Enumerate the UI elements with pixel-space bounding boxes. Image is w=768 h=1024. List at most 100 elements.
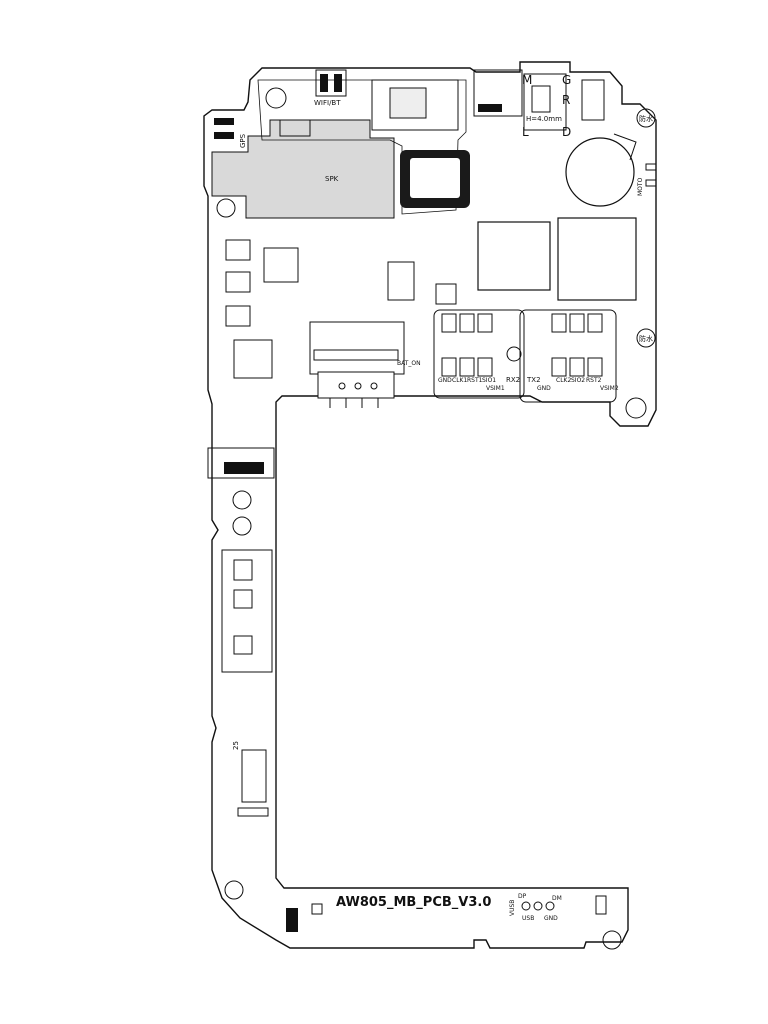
battery-connector — [309, 321, 405, 375]
motor-label: MOTO — [637, 177, 644, 196]
mounting-hole-5 — [232, 516, 252, 536]
sim1-pad-5 — [459, 357, 475, 377]
sim1-pad-6 — [477, 357, 493, 377]
sim2-label-clk2: CLK2 — [556, 377, 571, 384]
big-chip-2 — [557, 217, 637, 301]
gps-label: GPS — [239, 133, 247, 148]
sim2-pad-3 — [587, 313, 603, 333]
mounting-hole-7 — [602, 930, 622, 950]
sim-holder-2 — [519, 309, 617, 403]
sim2-label-sio2: SIO2 — [571, 377, 585, 384]
battery-pin-1 — [338, 382, 346, 390]
wifi-connector — [315, 69, 347, 97]
tx-label: TX2 — [526, 376, 541, 384]
sim1-label-vsim1: VSIM1 — [486, 385, 505, 392]
battery-pin-2 — [354, 382, 362, 390]
connector-letter-l: L — [522, 125, 529, 139]
usb-test-point-2 — [533, 901, 543, 911]
chip-small-2 — [225, 271, 251, 293]
sim1-label-rst1: RST1 — [467, 377, 483, 384]
wifi-chip — [389, 87, 427, 119]
chip-u108 — [233, 339, 273, 379]
sim2-pad-5 — [569, 357, 585, 377]
gps-pad-1 — [214, 118, 234, 125]
sim2-pad-2 — [569, 313, 585, 333]
sim2-pad-1 — [551, 313, 567, 333]
board-title: AW805_MB_PCB_V3.0 — [336, 895, 491, 910]
arm-chip-1 — [233, 559, 253, 581]
side-number: 25 — [232, 741, 240, 750]
usb-receptacle-inner — [531, 85, 551, 113]
battery-connector-strip — [313, 349, 399, 361]
bottom-component-2 — [311, 903, 323, 915]
chip-small-4 — [435, 283, 457, 305]
sim2-pad-4 — [551, 357, 567, 377]
mounting-hole-4 — [232, 490, 252, 510]
sim2-pad-6 — [587, 357, 603, 377]
sim2-label-vsim2: VSIM2 — [600, 385, 619, 392]
usb-label-usb: USB — [522, 915, 534, 922]
motor-pad-1 — [645, 163, 657, 171]
usb-label-gnd: GND — [544, 915, 558, 922]
board-outline — [203, 61, 657, 949]
bat-label: BAT_ON — [397, 360, 421, 367]
ribbon-connector — [207, 447, 275, 479]
waterproof-stamp-top-text: 防水 — [639, 114, 653, 123]
motor-pad-2 — [645, 179, 657, 187]
side-chip-right — [581, 79, 605, 121]
sim1-pad-2 — [459, 313, 475, 333]
mounting-hole-6 — [224, 880, 244, 900]
thickness-note: H=4.0mm — [526, 115, 562, 123]
waterproof-stamp-top — [636, 108, 656, 128]
lower-arm-ic — [241, 749, 267, 803]
mounting-hole-1 — [265, 87, 287, 109]
card-slot-window — [410, 158, 460, 198]
bottom-component-3 — [595, 895, 607, 915]
sim2-label-rst2: RST2 — [586, 377, 602, 384]
connector-letter-m: M — [522, 73, 532, 87]
wifi-connector-pad-1 — [320, 74, 328, 92]
mounting-hole-3 — [625, 397, 647, 419]
gps-chip — [279, 119, 311, 137]
connector-letter-g: G — [562, 73, 571, 87]
wifi-connector-pad-2 — [334, 74, 342, 92]
rx-label: RX2 — [506, 376, 520, 384]
usb-label-dp: DP — [518, 893, 527, 900]
chip-small-1 — [225, 239, 251, 261]
usb-label-vusb: VUSB — [509, 900, 516, 916]
gps-pad-2 — [214, 132, 234, 139]
sim1-pad-3 — [477, 313, 493, 333]
sim1-label-sio1: SIO1 — [482, 377, 496, 384]
sim1-label-gnd: GND — [438, 377, 452, 384]
ribbon-pins — [224, 462, 264, 474]
sim1-pad-1 — [441, 313, 457, 333]
speaker-area — [211, 119, 395, 219]
speaker-label: SPK — [325, 175, 339, 183]
top-connector — [473, 69, 523, 117]
arm-chip-2 — [233, 589, 253, 609]
usb-test-point-1 — [521, 901, 531, 911]
upper-frame — [257, 79, 467, 215]
arm-module — [221, 549, 273, 673]
usb-receptacle — [523, 73, 567, 131]
chip-u101 — [387, 261, 415, 301]
chip-small-3 — [225, 305, 251, 327]
big-chip-1 — [477, 221, 551, 291]
battery-pin-3 — [370, 382, 378, 390]
chip-u107 — [263, 247, 299, 283]
waterproof-stamp-right-text: 防水 — [639, 334, 653, 343]
motor-tab — [613, 133, 637, 161]
mounting-hole-2 — [216, 198, 236, 218]
waterproof-stamp-right — [636, 328, 656, 348]
sim-holder-1 — [433, 309, 525, 399]
usb-label-dm: DM — [552, 895, 562, 902]
sim1-pad-4 — [441, 357, 457, 377]
bottom-component-1 — [286, 908, 298, 932]
sim1-label-clk1: CLK1 — [452, 377, 467, 384]
wifi-label: WIFI/BT — [314, 99, 341, 107]
arm-chip-3 — [233, 635, 253, 655]
usb-test-point-3 — [545, 901, 555, 911]
rx-test-point — [506, 346, 522, 362]
connector-letter-r: R — [562, 93, 570, 107]
